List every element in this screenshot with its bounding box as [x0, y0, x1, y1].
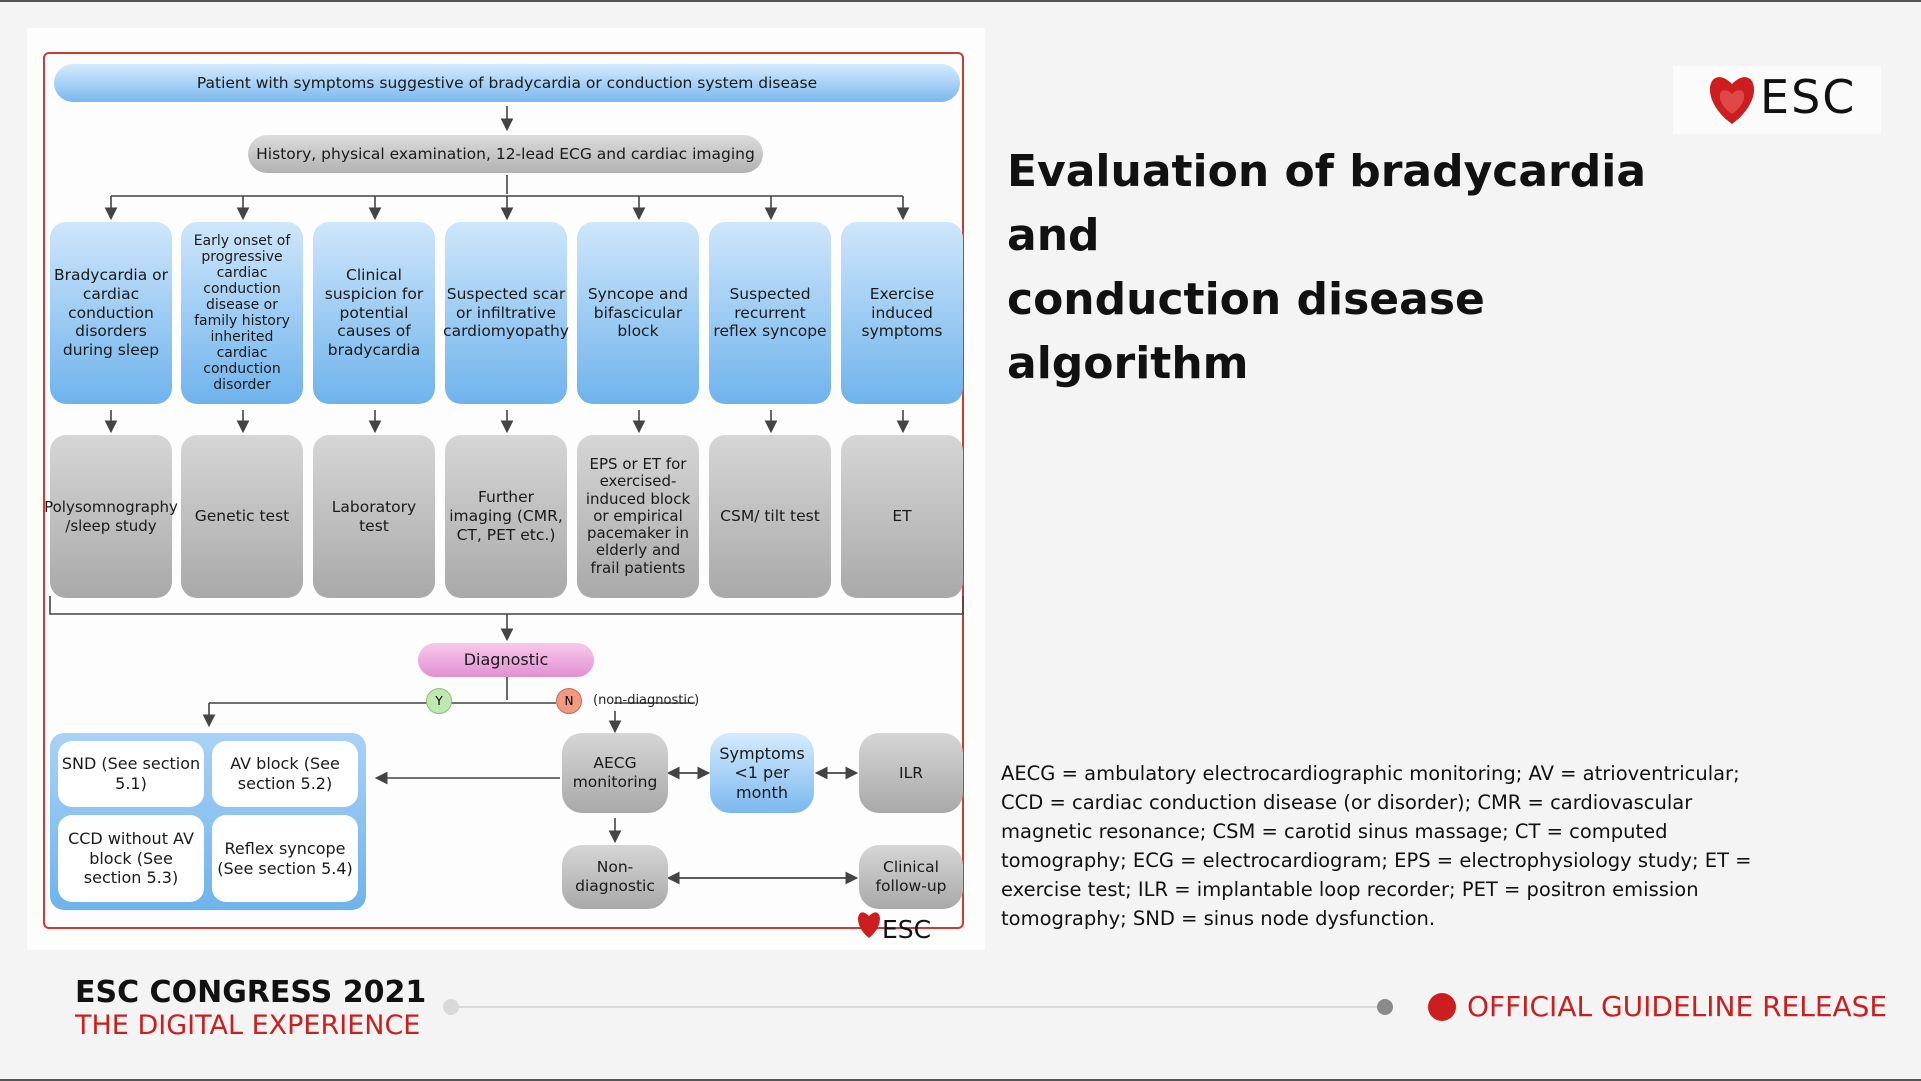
official-release-label: OFFICIAL GUIDELINE RELEASE — [1467, 990, 1888, 1023]
test-genetic-box: Genetic test — [181, 435, 303, 598]
test-imaging-box: Further imaging (CMR, CT, PET etc.) — [445, 435, 567, 598]
symptoms-frequency-box: Symptoms <1 per month — [710, 733, 814, 813]
progress-mid-dot — [1377, 999, 1393, 1015]
test-eps-et-box: EPS or ET for exercised-induced block or… — [577, 435, 699, 598]
bottom-divider-line — [0, 1079, 1921, 1081]
figure-esc-logo-text: ESC — [882, 915, 932, 944]
presentation-reflex-syncope-box: Suspected recurrent reflex syncope — [709, 222, 831, 404]
slide-title-line-1: Evaluation of bradycardia and — [1007, 146, 1647, 261]
non-diagnostic-note: (non-diagnostic) — [593, 693, 700, 708]
slide-title-line-2: conduction disease algorithm — [1007, 274, 1485, 389]
test-laboratory-box: Laboratory test — [313, 435, 435, 598]
slide-title: Evaluation of bradycardia and conduction… — [1007, 140, 1727, 396]
aecg-monitoring-box: AECG monitoring — [562, 733, 668, 813]
presentation-early-onset-box: Early onset of progressive cardiac condu… — [181, 222, 303, 404]
abbreviations-text: AECG = ambulatory electrocardiographic m… — [1001, 762, 1752, 930]
presentation-clinical-suspicion-box: Clinical suspicion for potential causes … — [313, 222, 435, 404]
outcome-snd-box: SND (See section 5.1) — [58, 741, 204, 807]
no-marker: N — [556, 688, 582, 714]
yes-marker: Y — [426, 688, 452, 714]
non-diagnostic-box: Non-diagnostic — [562, 845, 668, 909]
figure-frame — [43, 52, 964, 929]
figure-heart-icon — [858, 912, 880, 938]
progress-end-dot — [1428, 993, 1456, 1021]
outcome-ccd-box: CCD without AV block (See section 5.3) — [58, 815, 204, 902]
progress-track — [450, 1006, 1385, 1008]
top-divider-line — [0, 0, 1921, 2]
esc-logo-box — [1673, 66, 1881, 134]
esc-logo-heart-icon — [1709, 77, 1755, 124]
presentation-scar-box: Suspected scar or infiltrative cardiomyo… — [443, 222, 569, 404]
history-exam-box: History, physical examination, 12-lead E… — [248, 135, 763, 173]
presentation-syncope-block-box: Syncope and bifascicular block — [577, 222, 699, 404]
test-csm-tilt-box: CSM/ tilt test — [709, 435, 831, 598]
progress-start-dot — [443, 999, 459, 1015]
event-subtitle: THE DIGITAL EXPERIENCE — [75, 1010, 421, 1041]
ilr-box: ILR — [859, 733, 963, 813]
test-et-box: ET — [841, 435, 963, 598]
outcome-reflex-syncope-box: Reflex syncope (See section 5.4) — [212, 815, 358, 902]
diagnostic-box: Diagnostic — [418, 643, 594, 677]
presentation-exercise-box: Exercise induced symptoms — [841, 222, 963, 404]
presentation-sleep-box: Bradycardia or cardiac conduction disord… — [50, 222, 172, 404]
test-polysomnography-box: Polysomnography /sleep study — [44, 435, 178, 598]
clinical-follow-up-box: Clinical follow-up — [859, 845, 963, 909]
esc-logo-text: ESC — [1760, 70, 1857, 124]
outcome-av-block-box: AV block (See section 5.2) — [212, 741, 358, 807]
patient-symptoms-box: Patient with symptoms suggestive of brad… — [54, 64, 960, 102]
event-title: ESC CONGRESS 2021 — [75, 975, 427, 1010]
